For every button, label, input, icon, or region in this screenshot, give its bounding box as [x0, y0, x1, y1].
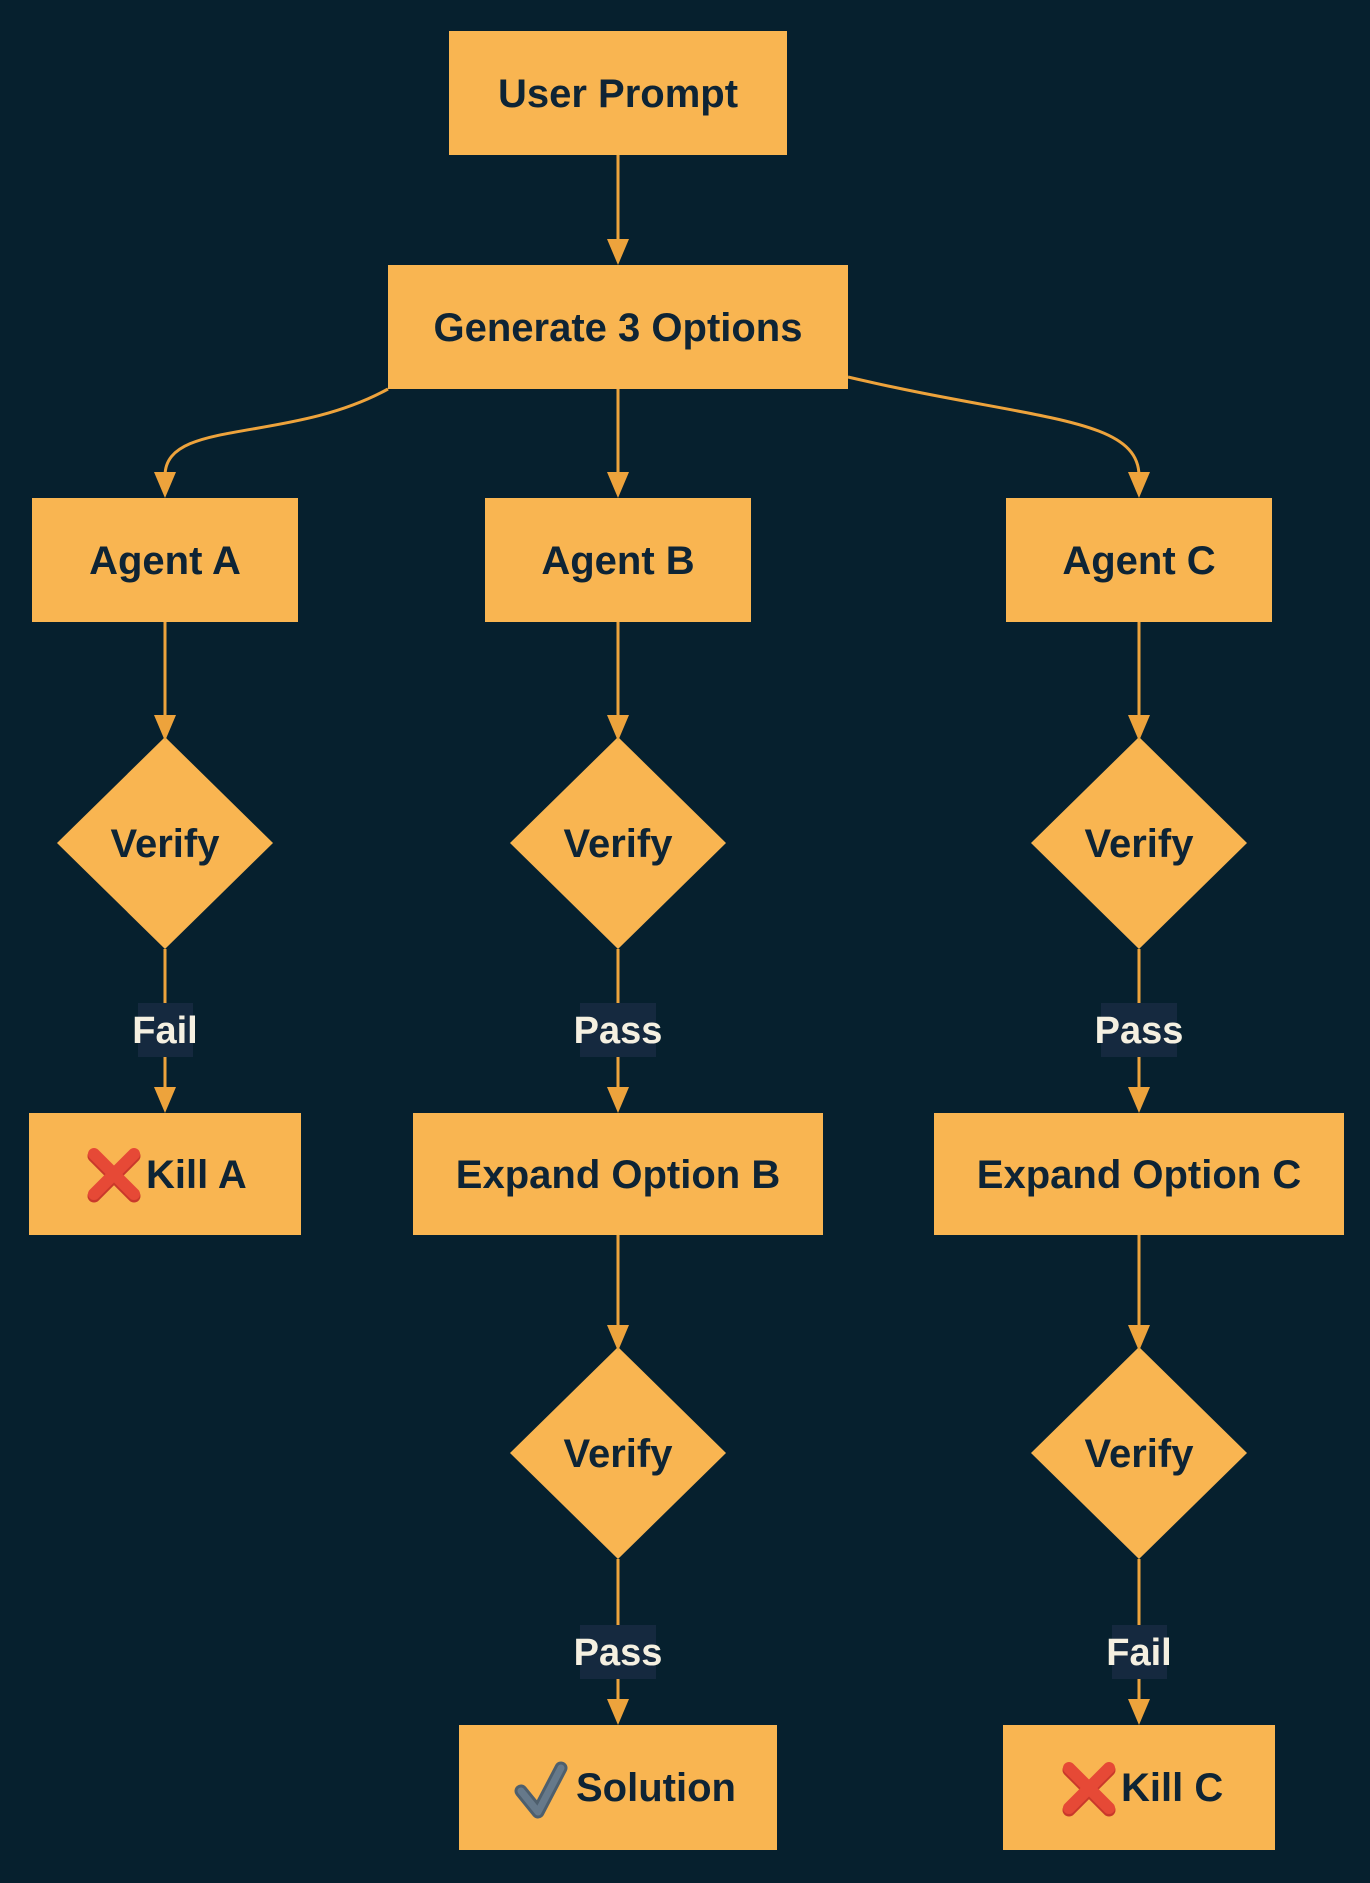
node-user-prompt-box	[449, 31, 787, 155]
edge-label-fail-c2: Fail	[1106, 1625, 1172, 1679]
edge-label-bg	[1101, 1003, 1177, 1057]
edge-generate-to-agent-a	[163, 387, 389, 477]
nodes: User Prompt Generate 3 Options Agent A A…	[29, 31, 1344, 1850]
cross-mark-icon	[1062, 1762, 1116, 1817]
arrowhead	[154, 1087, 176, 1113]
node-agent-a: Agent A	[32, 498, 298, 622]
arrowhead	[607, 1699, 629, 1725]
node-verify-b-diamond	[510, 737, 726, 949]
node-verify-b2-diamond	[510, 1347, 726, 1559]
arrowhead	[607, 1087, 629, 1113]
node-verify-a-label: Verify	[111, 822, 221, 866]
node-solution-label: Solution	[576, 1766, 736, 1810]
node-agent-b-label: Agent B	[541, 539, 694, 583]
node-expand-c-box	[934, 1113, 1344, 1235]
edge-label-bg	[1112, 1625, 1167, 1679]
node-kill-c-label: Kill C	[1121, 1766, 1223, 1810]
node-generate-options: Generate 3 Options	[388, 265, 848, 389]
node-verify-c: Verify	[1031, 737, 1247, 949]
edge-generate-to-agent-c	[847, 375, 1141, 477]
node-generate-options-box	[388, 265, 848, 389]
arrowhead	[607, 1325, 629, 1351]
node-verify-b-label: Verify	[564, 822, 674, 866]
edge-label-fail-a: Fail	[132, 1003, 198, 1057]
arrowhead	[154, 715, 176, 741]
arrowhead	[1128, 472, 1150, 498]
edge-label-pass-c: Pass	[1095, 1003, 1184, 1057]
edge-label-text: Pass	[574, 1632, 663, 1674]
node-expand-c-label: Expand Option C	[977, 1153, 1301, 1197]
node-verify-c2: Verify	[1031, 1347, 1247, 1559]
arrowhead	[607, 715, 629, 741]
arrowhead	[154, 472, 176, 498]
node-kill-a: Kill A	[29, 1113, 301, 1235]
node-generate-options-label: Generate 3 Options	[434, 306, 803, 350]
arrowheads	[154, 239, 1150, 1725]
node-agent-b-box	[485, 498, 751, 622]
node-verify-b2-label: Verify	[564, 1432, 674, 1476]
node-kill-a-label: Kill A	[146, 1153, 247, 1197]
node-verify-c2-diamond	[1031, 1347, 1247, 1559]
arrowhead	[607, 472, 629, 498]
node-solution-box	[459, 1725, 777, 1850]
node-kill-c: Kill C	[1003, 1725, 1275, 1850]
check-mark-icon	[514, 1761, 568, 1819]
node-agent-a-box	[32, 498, 298, 622]
node-agent-c-label: Agent C	[1062, 539, 1215, 583]
edge-label-bg	[138, 1003, 193, 1057]
edge-label-bg	[580, 1625, 656, 1679]
edge-label-text: Pass	[1095, 1010, 1184, 1052]
node-user-prompt-label: User Prompt	[498, 72, 738, 116]
edge-label-text: Fail	[132, 1010, 197, 1052]
node-expand-b-box	[413, 1113, 823, 1235]
node-expand-b-label: Expand Option B	[456, 1153, 780, 1197]
edge-labels: Fail Pass Pass Pass Fail	[132, 1003, 1183, 1679]
cross-mark-icon	[87, 1148, 141, 1203]
arrowhead	[1128, 715, 1150, 741]
node-verify-c2-label: Verify	[1085, 1432, 1195, 1476]
arrowhead	[1128, 1325, 1150, 1351]
arrowhead	[607, 239, 629, 265]
edge-label-bg	[580, 1003, 656, 1057]
node-verify-c-diamond	[1031, 737, 1247, 949]
edge-label-text: Fail	[1106, 1632, 1171, 1674]
edge-label-text: Pass	[574, 1010, 663, 1052]
edge-label-pass-b: Pass	[574, 1003, 663, 1057]
edge-label-pass-b2: Pass	[574, 1625, 663, 1679]
node-kill-a-box	[29, 1113, 301, 1235]
node-verify-c-label: Verify	[1085, 822, 1195, 866]
node-expand-b: Expand Option B	[413, 1113, 823, 1235]
node-kill-c-box	[1003, 1725, 1275, 1850]
node-solution: Solution	[459, 1725, 777, 1850]
node-agent-b: Agent B	[485, 498, 751, 622]
node-verify-b: Verify	[510, 737, 726, 949]
node-verify-a: Verify	[57, 737, 273, 949]
node-user-prompt: User Prompt	[449, 31, 787, 155]
arrowhead	[1128, 1087, 1150, 1113]
node-verify-a-diamond	[57, 737, 273, 949]
node-agent-c-box	[1006, 498, 1272, 622]
node-expand-c: Expand Option C	[934, 1113, 1344, 1235]
node-verify-b2: Verify	[510, 1347, 726, 1559]
node-agent-a-label: Agent A	[89, 539, 241, 583]
arrowhead	[1128, 1699, 1150, 1725]
node-agent-c: Agent C	[1006, 498, 1272, 622]
